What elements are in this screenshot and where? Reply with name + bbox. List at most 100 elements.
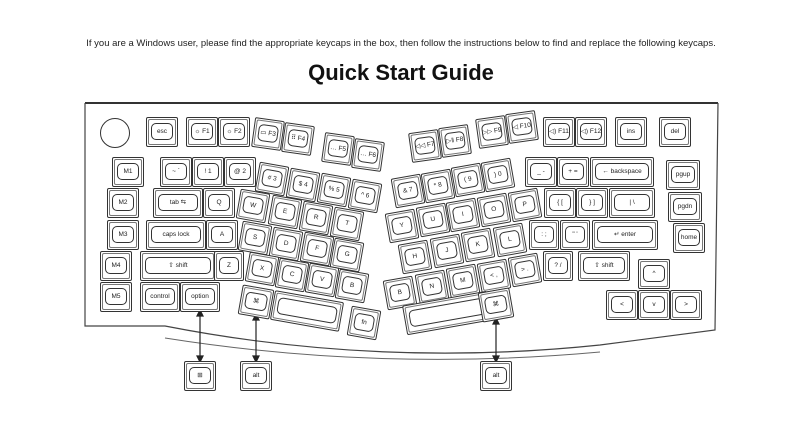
key-tab[interactable]: tab ⇆ — [153, 188, 203, 218]
key-label: F — [305, 238, 329, 259]
key-1[interactable]: ! 1 — [192, 157, 224, 187]
key-del[interactable]: del — [659, 117, 691, 147]
key-m4[interactable]: M4 — [100, 251, 132, 281]
key-f3[interactable]: ▭ F3 — [251, 117, 285, 151]
key-label: > . — [513, 259, 537, 280]
key-f6[interactable]: … F6 — [351, 138, 385, 172]
key-t[interactable]: T — [329, 206, 365, 242]
key-semicolon[interactable]: : ; — [529, 220, 559, 250]
key-label: ▭ F3 — [256, 123, 280, 144]
key-slash[interactable]: ? / — [543, 251, 573, 281]
key-f5[interactable]: … F5 — [321, 132, 355, 166]
key-minus[interactable]: _ - — [525, 157, 557, 187]
key-i[interactable]: I — [445, 197, 481, 233]
key-s[interactable]: S — [237, 220, 273, 256]
key-5[interactable]: % 5 — [316, 172, 352, 208]
replacement-key-alt-right[interactable]: alt — [480, 361, 512, 391]
key-option[interactable]: option — [180, 282, 220, 312]
key-label: ⌘ — [243, 291, 269, 312]
key-f10[interactable]: ◁ F10 — [505, 110, 539, 144]
key-backspace[interactable]: ← backspace — [590, 157, 654, 187]
key-m2[interactable]: M2 — [107, 188, 139, 218]
key-7[interactable]: & 7 — [390, 173, 426, 209]
key-q[interactable]: Q — [203, 188, 235, 218]
key-label: U — [421, 209, 445, 230]
key-e[interactable]: E — [267, 194, 303, 230]
key-home[interactable]: home — [673, 223, 705, 253]
key-control[interactable]: control — [140, 282, 180, 312]
key-label: M — [451, 270, 475, 291]
key-label: ◁) F11 — [548, 123, 570, 140]
key-9[interactable]: ( 9 — [450, 162, 486, 198]
key-u[interactable]: U — [415, 202, 451, 238]
key-backslash[interactable]: | \ — [609, 188, 655, 218]
key-o[interactable]: O — [476, 192, 512, 228]
replacement-key-alt-left[interactable]: alt — [240, 361, 272, 391]
key-right[interactable]: > — [670, 290, 702, 320]
key-f4[interactable]: ⠿ F4 — [281, 122, 315, 156]
key-8[interactable]: * 8 — [420, 168, 456, 204]
key-z[interactable]: Z — [214, 251, 244, 281]
key-f9[interactable]: ▷▷ F9 — [475, 115, 509, 149]
key-f2[interactable]: ☼ F2 — [218, 117, 250, 147]
key-a[interactable]: A — [206, 220, 238, 250]
key-equal[interactable]: + = — [557, 157, 589, 187]
key-rcmd[interactable]: ⌘ — [477, 287, 515, 323]
key-lshift[interactable]: ⇧ shift — [140, 251, 216, 281]
key-h[interactable]: H — [397, 239, 433, 275]
key-m1[interactable]: M1 — [112, 157, 144, 187]
key-label: M2 — [112, 194, 134, 211]
replacement-key-win[interactable]: ⊞ — [184, 361, 216, 391]
key-left[interactable]: < — [606, 290, 638, 320]
key-label: R — [304, 207, 328, 228]
key-m3[interactable]: M3 — [107, 220, 139, 250]
key-0[interactable]: ) 0 — [480, 157, 516, 193]
key-k[interactable]: K — [460, 227, 496, 263]
key-period[interactable]: > . — [507, 252, 543, 288]
key-rshift[interactable]: ⇧ shift — [578, 251, 630, 281]
key-esc[interactable]: esc — [146, 117, 178, 147]
key-c[interactable]: C — [274, 257, 310, 293]
key-f12[interactable]: ◁) F12 — [575, 117, 607, 147]
key-label: ◁) F12 — [580, 123, 602, 140]
key-lcmd[interactable]: ⌘ — [237, 284, 275, 320]
key-f7[interactable]: ◁◁ F7 — [408, 129, 442, 163]
key-pgup[interactable]: pgup — [666, 160, 700, 190]
key-quote[interactable]: " ' — [560, 220, 590, 250]
key-l[interactable]: L — [492, 222, 528, 258]
key-label: S — [243, 227, 267, 248]
key-pgdn[interactable]: pgdn — [668, 192, 702, 222]
key-up[interactable]: ^ — [638, 259, 670, 289]
key-rbracket[interactable]: } ] — [576, 188, 608, 218]
volume-knob[interactable] — [100, 118, 130, 148]
key-p[interactable]: P — [507, 187, 543, 223]
key-lbracket[interactable]: { [ — [544, 188, 576, 218]
key-grave[interactable]: ~ ` — [160, 157, 192, 187]
key-label: O — [482, 199, 506, 220]
key-label: ☼ F2 — [223, 123, 245, 140]
key-label: ⠿ F4 — [286, 128, 310, 149]
key-f11[interactable]: ◁) F11 — [543, 117, 575, 147]
key-ins[interactable]: ins — [615, 117, 647, 147]
key-label: _ - — [530, 163, 552, 180]
key-f1[interactable]: ☼ F1 — [186, 117, 218, 147]
key-label: pgdn — [673, 198, 697, 215]
key-enter[interactable]: ↵ enter — [592, 220, 658, 250]
key-y[interactable]: Y — [384, 208, 420, 244]
key-down[interactable]: v — [638, 290, 670, 320]
key-v[interactable]: V — [304, 262, 340, 298]
key-m5[interactable]: M5 — [100, 282, 132, 312]
key-f8[interactable]: ▷‖ F8 — [438, 124, 472, 158]
key-label: H — [403, 246, 427, 267]
key-r[interactable]: R — [298, 200, 334, 236]
key-caps[interactable]: caps lock — [146, 220, 206, 250]
key-label: home — [678, 229, 700, 246]
key-fn[interactable]: fn — [346, 305, 382, 341]
key-x[interactable]: X — [244, 251, 280, 287]
key-2[interactable]: @ 2 — [224, 157, 256, 187]
key-6[interactable]: ^ 6 — [347, 178, 383, 214]
key-j[interactable]: J — [429, 233, 465, 269]
key-b[interactable]: B — [334, 268, 370, 304]
key-w[interactable]: W — [235, 188, 271, 224]
